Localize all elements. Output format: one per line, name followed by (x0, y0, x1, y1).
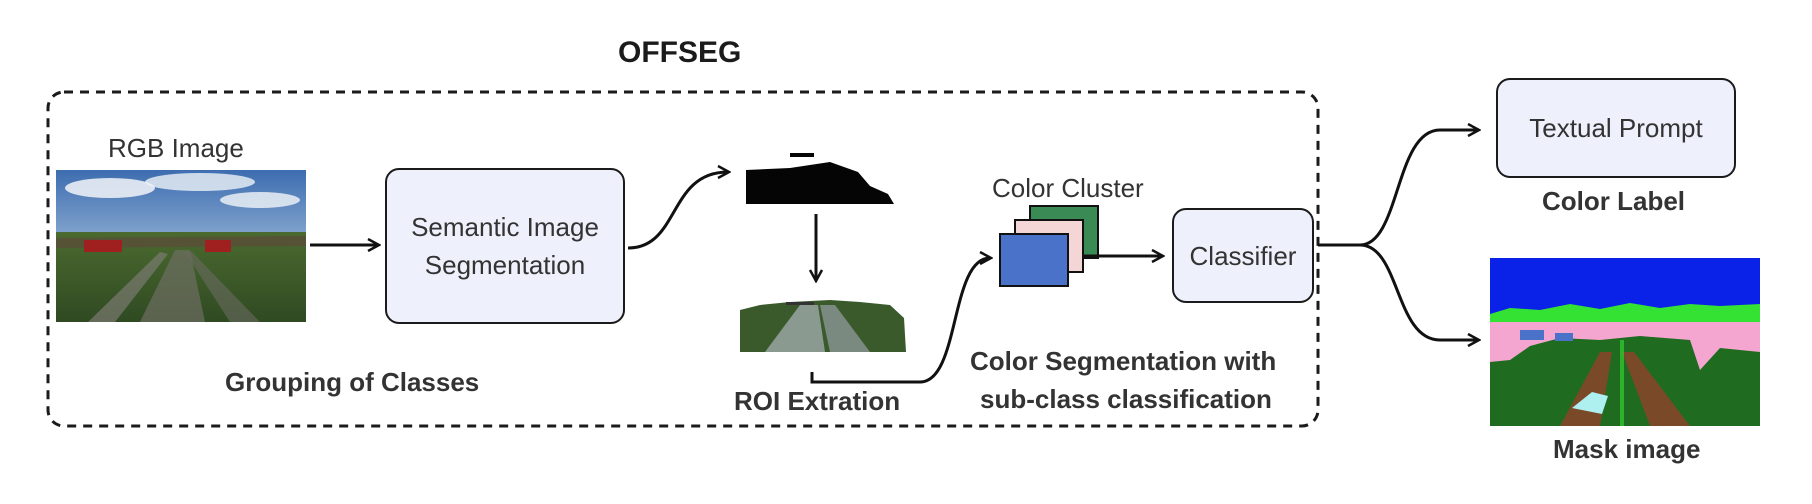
arrow-classifier-to-mask (1359, 243, 1478, 340)
semantic-box-line1: Semantic Image (411, 212, 599, 242)
color-label: Color Label (1542, 186, 1686, 216)
arrow-roi-to-cluster (810, 258, 990, 384)
roi-extracted-image (740, 300, 906, 352)
arrow-classifier-to-prompt (1318, 130, 1478, 247)
grouping-label: Grouping of Classes (225, 367, 480, 397)
diagram-title: OFFSEG (618, 36, 742, 69)
mask-image-label: Mask image (1553, 434, 1701, 464)
arrow-semantic-to-roi (627, 172, 728, 250)
mask-image (1490, 258, 1760, 426)
semantic-segmentation-box: Semantic Image Segmentation (385, 168, 625, 324)
color-cluster-icon (999, 205, 1099, 287)
rgb-image-label: RGB Image (108, 133, 244, 163)
roi-label: ROI Extration (734, 386, 901, 416)
semantic-box-line2: Segmentation (424, 250, 586, 280)
color-cluster-label: Color Cluster (992, 173, 1144, 203)
classifier-box: Classifier (1172, 208, 1314, 303)
offseg-frame (46, 90, 1320, 428)
rgb-image (56, 170, 306, 322)
textual-prompt-box: Textual Prompt (1496, 78, 1736, 178)
roi-mask-silhouette (746, 162, 894, 204)
color-segmentation-label-line2: sub-class classification (980, 384, 1272, 414)
color-segmentation-label-line1: Color Segmentation with (970, 346, 1277, 376)
